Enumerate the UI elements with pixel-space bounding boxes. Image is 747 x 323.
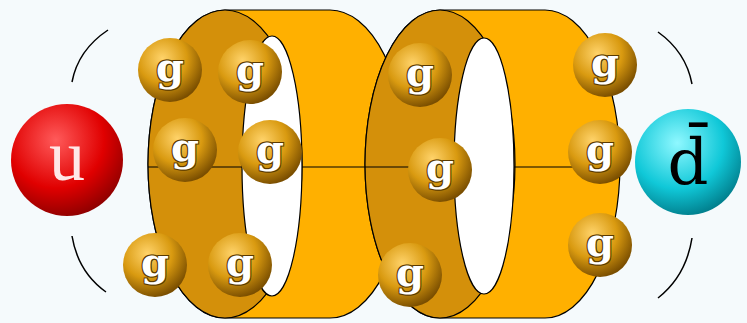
sphere-outline: [635, 109, 741, 215]
gluon-label: g: [406, 52, 434, 92]
sphere-outline: [408, 138, 472, 202]
gluon-label: g: [156, 47, 184, 87]
tube-end: [365, 10, 515, 318]
flux-tube: [148, 10, 620, 318]
gluon-label: g: [141, 242, 169, 282]
gluon-sphere: g: [207, 232, 273, 298]
sphere-outline: [378, 243, 442, 307]
quark-label: d̄: [668, 130, 709, 194]
gluon-sphere: g: [122, 232, 188, 298]
gluon-label: g: [256, 129, 284, 169]
gluon-label: g: [236, 49, 264, 89]
gluon-sphere: g: [217, 39, 283, 105]
sphere-outline: [573, 33, 637, 97]
gluon-label: g: [586, 129, 614, 169]
quark-label: u: [49, 120, 85, 192]
gluon-sphere: g: [567, 119, 633, 185]
sphere-outline: [208, 233, 272, 297]
gluon-sphere: g: [572, 32, 638, 98]
gluon-sphere: g: [387, 42, 453, 108]
bracket: [658, 32, 692, 84]
gluon-sphere: g: [237, 119, 303, 185]
bracket: [658, 238, 692, 298]
sphere-outline: [238, 120, 302, 184]
sphere-outline: [218, 40, 282, 104]
gluon-label: g: [426, 147, 454, 187]
gluon-sphere: g: [567, 212, 633, 278]
bracket: [72, 30, 108, 82]
sphere-outline: [153, 118, 217, 182]
sphere-outline: [568, 120, 632, 184]
gluon-sphere: g: [407, 137, 473, 203]
gluon-sphere: g: [377, 242, 443, 308]
sphere-outline: [138, 38, 202, 102]
gluon-label: g: [171, 127, 199, 167]
gluon-label: g: [591, 42, 619, 82]
gluon-sphere: g: [152, 117, 218, 183]
gluon-label: g: [396, 252, 424, 292]
gluon-label: g: [586, 222, 614, 262]
sphere-outline: [123, 233, 187, 297]
quark-sphere: u: [10, 103, 124, 217]
antiquark-sphere: d̄: [634, 108, 742, 216]
sphere-outline: [388, 43, 452, 107]
sphere-outline: [568, 213, 632, 277]
gluon-sphere: g: [137, 37, 203, 103]
gluon-label: g: [226, 242, 254, 282]
bracket: [72, 236, 106, 292]
sphere-outline: [11, 104, 123, 216]
